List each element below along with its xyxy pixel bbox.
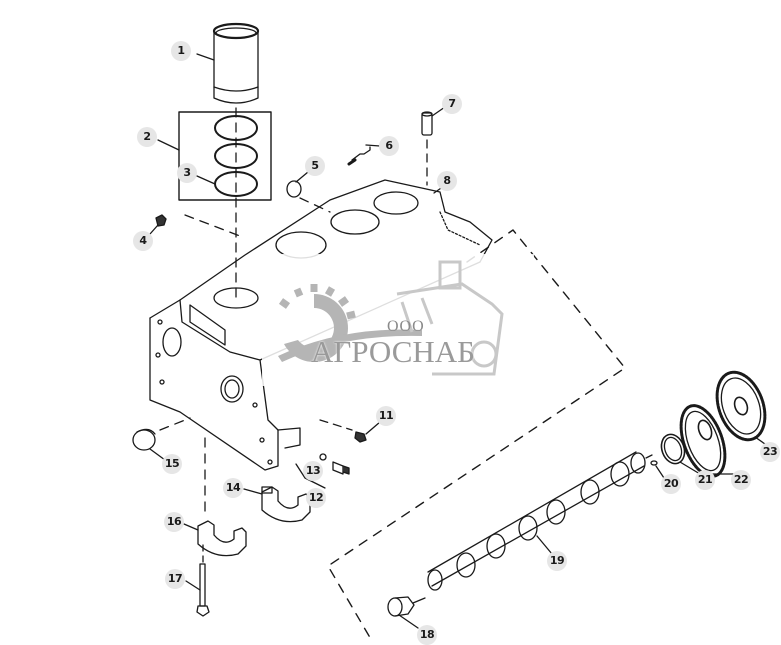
callout-15: 15 [162, 454, 182, 474]
watermark-company-name: АГРОСНАБ [311, 334, 475, 369]
camshaft-bushing-icon [387, 596, 426, 629]
watermark-logo-icon [278, 260, 504, 376]
callout-23: 23 [760, 442, 780, 462]
cylinder-block-icon [149, 179, 493, 471]
callout-3: 3 [177, 163, 197, 183]
callout-13: 13 [303, 461, 323, 481]
callout-21: 21 [695, 470, 715, 490]
idler-gear-icon [715, 370, 767, 445]
thrust-washer-icon [660, 433, 701, 475]
fitting-11-icon [319, 419, 381, 443]
pipe-6-icon [347, 144, 381, 166]
callout-5: 5 [305, 156, 325, 176]
callout-2: 2 [137, 127, 157, 147]
callout-17: 17 [165, 569, 185, 589]
bearing-cap-16-icon [183, 520, 247, 557]
cylinder-liner-icon [196, 22, 260, 104]
key-icon [645, 454, 665, 479]
callout-22: 22 [731, 470, 751, 490]
callout-12: 12 [306, 488, 326, 508]
camshaft-assembly-dashed-frame [327, 229, 626, 641]
callout-14: 14 [223, 478, 243, 498]
bolt-4-icon [149, 214, 167, 235]
expansion-plug-icon [132, 417, 191, 461]
callout-8: 8 [437, 171, 457, 191]
callout-7: 7 [442, 94, 462, 114]
callout-4: 4 [133, 231, 153, 251]
bolt-17-icon [185, 544, 210, 617]
piston-rings-icon [157, 111, 272, 201]
callout-1: 1 [171, 41, 191, 61]
callout-11: 11 [376, 406, 396, 426]
camshaft-icon [421, 451, 647, 591]
plug-5-icon [286, 171, 309, 198]
callout-18: 18 [417, 625, 437, 645]
callout-6: 6 [379, 136, 399, 156]
plug-5-path-line [299, 197, 331, 213]
callout-16: 16 [164, 512, 184, 532]
watermark-prefix: ООО [387, 318, 425, 335]
camshaft-gear-icon [679, 404, 734, 478]
bearing-cap-14-icon [243, 486, 311, 523]
watermark-panel [262, 254, 534, 386]
bolt-4-path-line [184, 214, 241, 237]
callout-19: 19 [547, 551, 567, 571]
callout-20: 20 [661, 474, 681, 494]
